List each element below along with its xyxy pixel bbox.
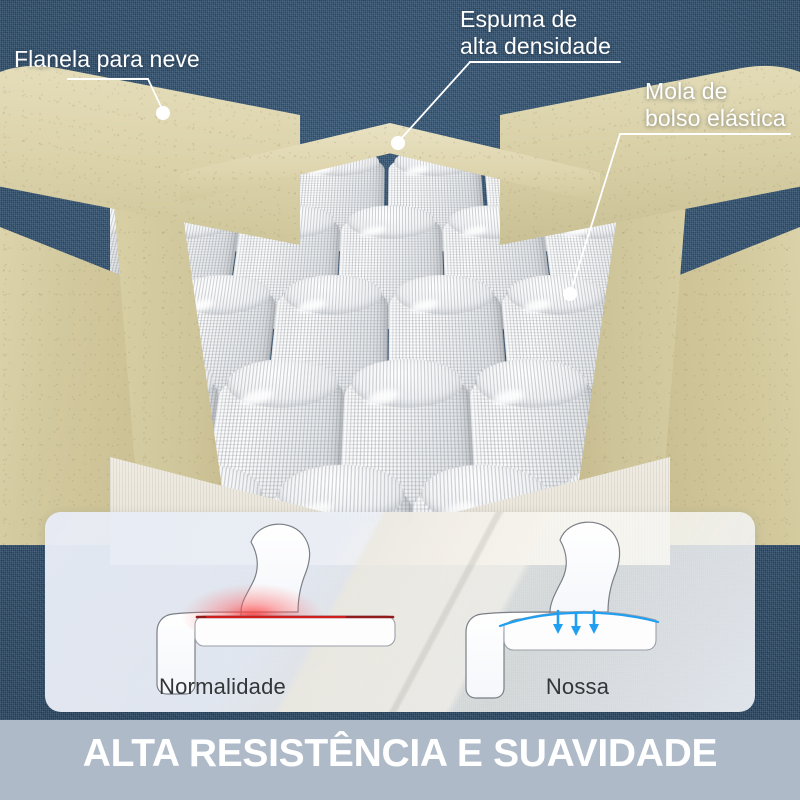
- headline-bar: ALTA RESISTÊNCIA E SUAVIDADE: [0, 720, 800, 800]
- callout-label-flanela: Flanela para neve: [14, 46, 200, 73]
- comparison-half-normal: Normalidade: [45, 512, 400, 712]
- comparison-label-ours: Nossa: [400, 674, 755, 700]
- headline-text: ALTA RESISTÊNCIA E SUAVIDADE: [0, 732, 800, 776]
- comparison-label-normal: Normalidade: [45, 674, 400, 700]
- callout-label-mola: Mola de bolso elástica: [645, 78, 786, 132]
- comparison-half-ours: Nossa: [400, 512, 755, 712]
- mattress-cutaway: [0, 95, 800, 535]
- comparison-card: Normalidade: [45, 512, 755, 712]
- callout-label-espuma: Espuma de alta densidade: [460, 6, 611, 60]
